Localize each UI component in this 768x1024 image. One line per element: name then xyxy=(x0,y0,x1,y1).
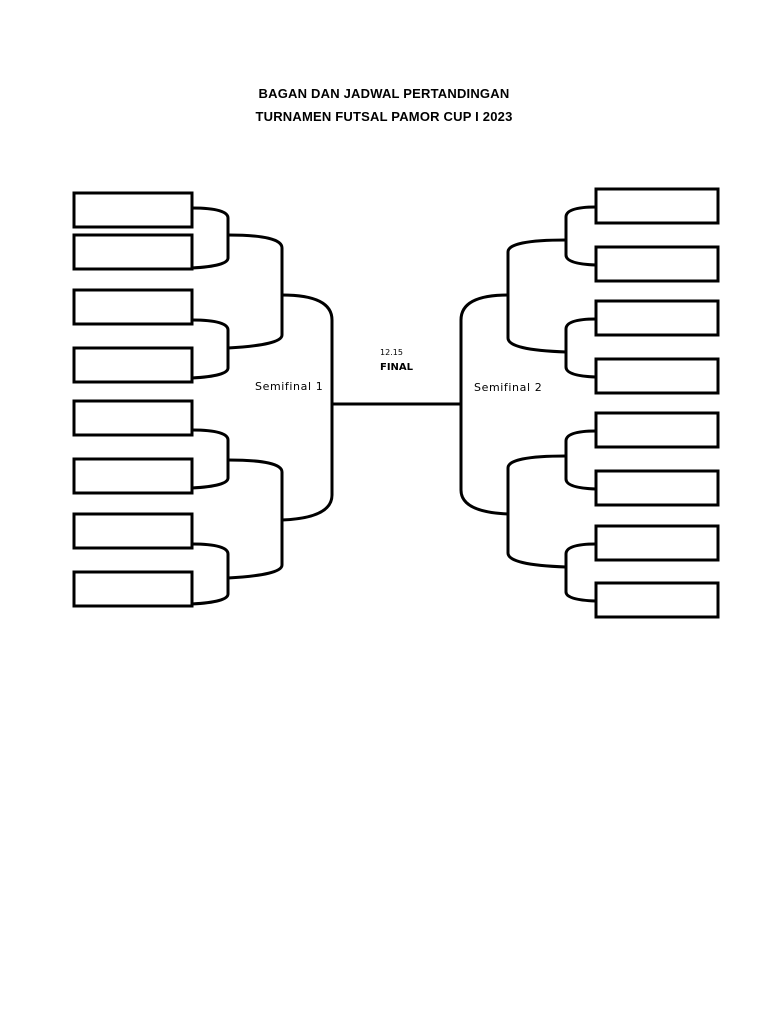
left-match-1-connector xyxy=(191,206,230,270)
left-team-slots xyxy=(72,191,194,608)
right-team-slots xyxy=(594,187,720,619)
left-team-slot-6 xyxy=(72,457,194,495)
left-qf-2-connector xyxy=(227,458,284,580)
left-qf-1-connector xyxy=(227,233,284,350)
right-match-2-connector xyxy=(564,317,597,379)
right-match-4-connector xyxy=(564,542,597,603)
right-team-slot-6 xyxy=(594,469,720,507)
page-title: BAGAN DAN JADWAL PERTANDINGAN xyxy=(258,86,510,101)
semifinal-2-label: Semifinal 2 xyxy=(474,381,543,394)
left-team-slot-3 xyxy=(72,288,194,326)
left-team-slot-7 xyxy=(72,512,194,550)
right-team-slot-7 xyxy=(594,524,720,562)
left-team-slot-1 xyxy=(72,191,194,229)
left-match-4-connector xyxy=(191,542,230,606)
left-team-slot-4 xyxy=(72,346,194,384)
right-qf-2-connector xyxy=(506,454,567,569)
bracket-connectors xyxy=(191,205,597,606)
final-label: FINAL xyxy=(380,362,414,373)
semifinal-1-label: Semifinal 1 xyxy=(255,380,324,393)
right-team-slot-4 xyxy=(594,357,720,395)
right-team-slot-2 xyxy=(594,245,720,283)
left-semifinal-connector xyxy=(281,293,334,522)
left-team-slot-2 xyxy=(72,233,194,271)
right-team-slot-5 xyxy=(594,411,720,449)
left-team-slot-5 xyxy=(72,399,194,437)
right-match-1-connector xyxy=(564,205,597,267)
left-team-slot-8 xyxy=(72,570,194,608)
right-team-slot-3 xyxy=(594,299,720,337)
left-match-3-connector xyxy=(191,428,230,490)
left-match-2-connector xyxy=(191,318,230,380)
right-team-slot-8 xyxy=(594,581,720,619)
right-qf-1-connector xyxy=(506,238,567,354)
page-subtitle: TURNAMEN FUTSAL PAMOR CUP I 2023 xyxy=(255,109,513,124)
right-team-slot-1 xyxy=(594,187,720,225)
right-match-3-connector xyxy=(564,429,597,491)
right-semifinal-connector xyxy=(459,293,509,516)
final-time-label: 12.15 xyxy=(380,348,403,357)
